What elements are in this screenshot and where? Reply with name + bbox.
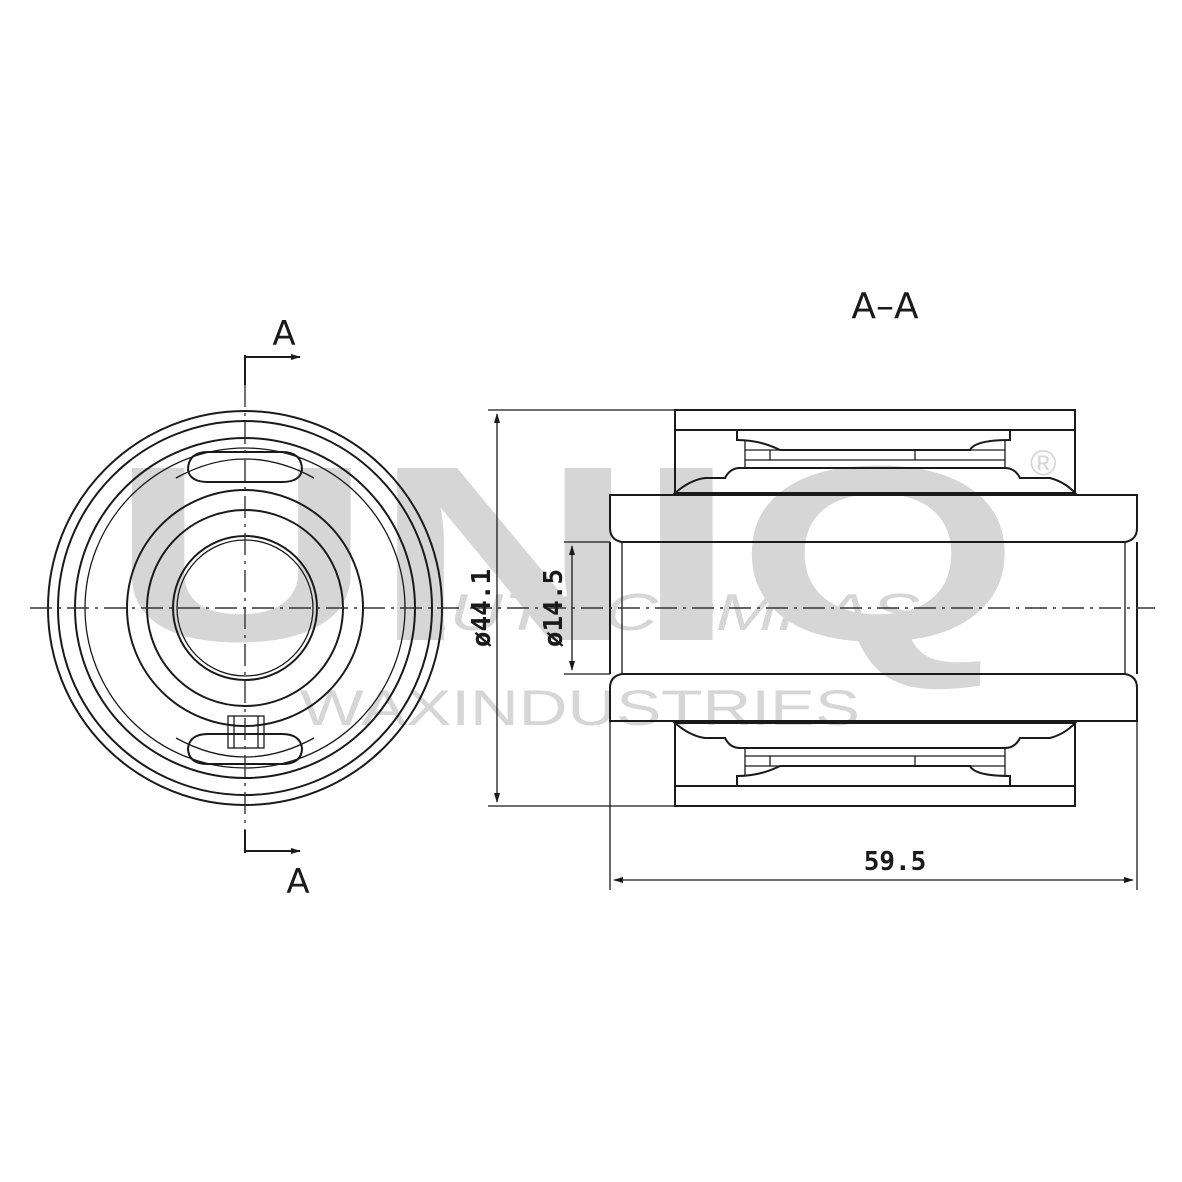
section-title: A–A (851, 286, 919, 327)
bottom-void-slot (186, 733, 304, 765)
top-void-slot (186, 451, 304, 483)
watermark-brand: UNIQ (110, 414, 1020, 693)
watermark-registered: ® (1030, 442, 1057, 483)
od-dimension-text: ø44.1 (467, 569, 497, 647)
outer-sleeve-bottom (674, 785, 1076, 807)
watermark: UNIQ ® AUTOCOMPAS WAXINDUSTRIES (110, 414, 1057, 736)
bottom-notch (227, 715, 265, 749)
rubber-top-inner (672, 467, 1078, 494)
section-label-bottom: A (286, 862, 309, 902)
section-label-top: A (272, 314, 295, 354)
watermark-line1: AUTOCOMPAS (396, 584, 921, 642)
rubber-bottom-inner (672, 722, 1078, 749)
front-view: A A (30, 314, 460, 902)
section-view: A–A ø (467, 286, 1155, 890)
length-dimension-text: 59.5 (864, 847, 927, 877)
id-dimension-text: ø14.5 (539, 569, 569, 647)
rubber-bottom-outer (736, 765, 1011, 787)
